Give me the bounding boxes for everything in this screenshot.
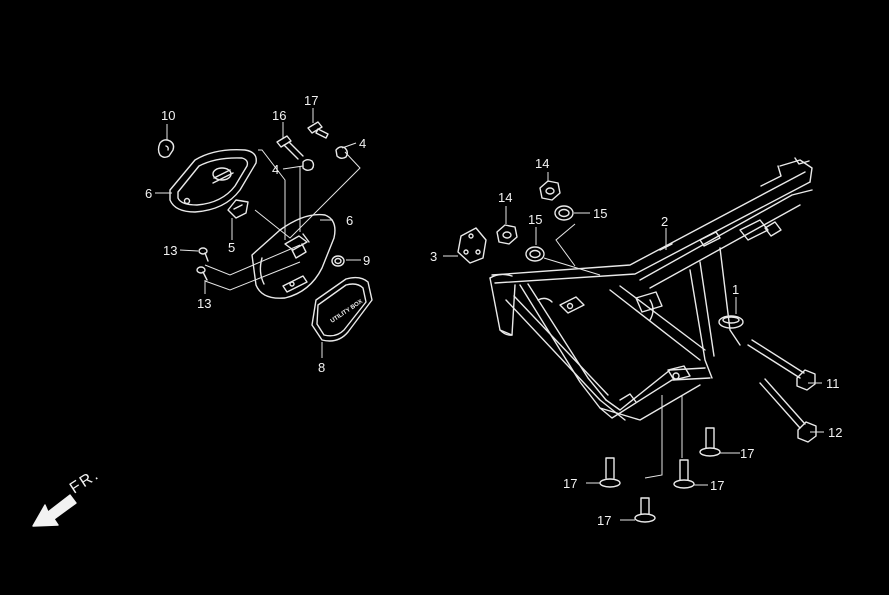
part-10-clip xyxy=(157,139,175,158)
part-9-grommet xyxy=(331,255,345,267)
callout-10: 10 xyxy=(161,108,175,123)
callout-9: 9 xyxy=(363,253,370,268)
callout-6: 6 xyxy=(346,213,353,228)
part-2-frame xyxy=(489,157,813,421)
callout-12: 12 xyxy=(828,425,842,440)
part-12-bolt xyxy=(759,378,817,443)
front-indicator-text: FR. xyxy=(67,466,103,498)
callout-15-b: 15 xyxy=(593,206,607,221)
callout-14-a: 14 xyxy=(535,156,549,171)
part-11-bolt xyxy=(747,339,816,391)
part-6-side-cover xyxy=(251,213,336,299)
callout-11: 11 xyxy=(826,376,840,391)
part-17-bolt-a xyxy=(699,427,721,457)
part-1-grommet xyxy=(718,315,744,329)
part-7-side-cover xyxy=(169,149,257,213)
callout-1: 1 xyxy=(732,282,739,297)
part-8-utility-box xyxy=(311,276,373,342)
front-arrow-icon xyxy=(32,494,77,527)
callout-7: 6 xyxy=(145,186,152,201)
leader-lines xyxy=(155,108,824,521)
part-14-nut-b xyxy=(496,224,518,245)
part-3-plate xyxy=(457,227,487,264)
callout-16-b: 17 xyxy=(304,93,318,108)
callout-4-a: 4 xyxy=(272,162,279,177)
callout-17-b: 17 xyxy=(710,478,724,493)
callout-17-d: 17 xyxy=(597,513,611,528)
callout-16-a: 16 xyxy=(272,108,286,123)
part-4-grommet-a xyxy=(302,159,315,171)
callout-13-a: 13 xyxy=(163,243,177,258)
part-4-grommet-b xyxy=(335,146,348,159)
part-17-bolt-d xyxy=(634,497,656,523)
part-15-collar-a xyxy=(554,205,574,221)
callout-14-b: 14 xyxy=(498,190,512,205)
callout-15-a: 15 xyxy=(528,212,542,227)
callout-2: 2 xyxy=(661,214,668,229)
callout-5: 5 xyxy=(228,240,235,255)
callout-13-b: 13 xyxy=(197,296,211,311)
callout-3: 3 xyxy=(430,249,437,264)
callout-17-c: 17 xyxy=(563,476,577,491)
part-17-bolt-c xyxy=(599,457,621,488)
part-17-bolt-b xyxy=(673,459,695,489)
callout-4-b: 4 xyxy=(359,136,366,151)
part-14-nut-a xyxy=(539,180,561,201)
callout-8: 8 xyxy=(318,360,325,375)
callout-17-a: 17 xyxy=(740,446,754,461)
part-13-screw-a xyxy=(198,247,209,262)
part-5-bracket xyxy=(227,199,249,219)
part-15-collar-b xyxy=(525,246,545,262)
part-13-screw-b xyxy=(196,266,208,281)
part-16-bolt-a xyxy=(276,135,304,160)
part-16-bolt-b xyxy=(307,121,329,139)
